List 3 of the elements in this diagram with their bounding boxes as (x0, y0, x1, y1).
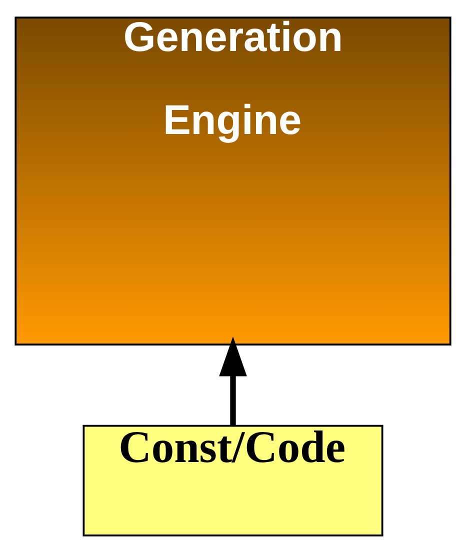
node-box: Generation Engine (14, 16, 452, 345)
node-box: Const/Code (82, 424, 384, 536)
arrow (219, 336, 247, 425)
